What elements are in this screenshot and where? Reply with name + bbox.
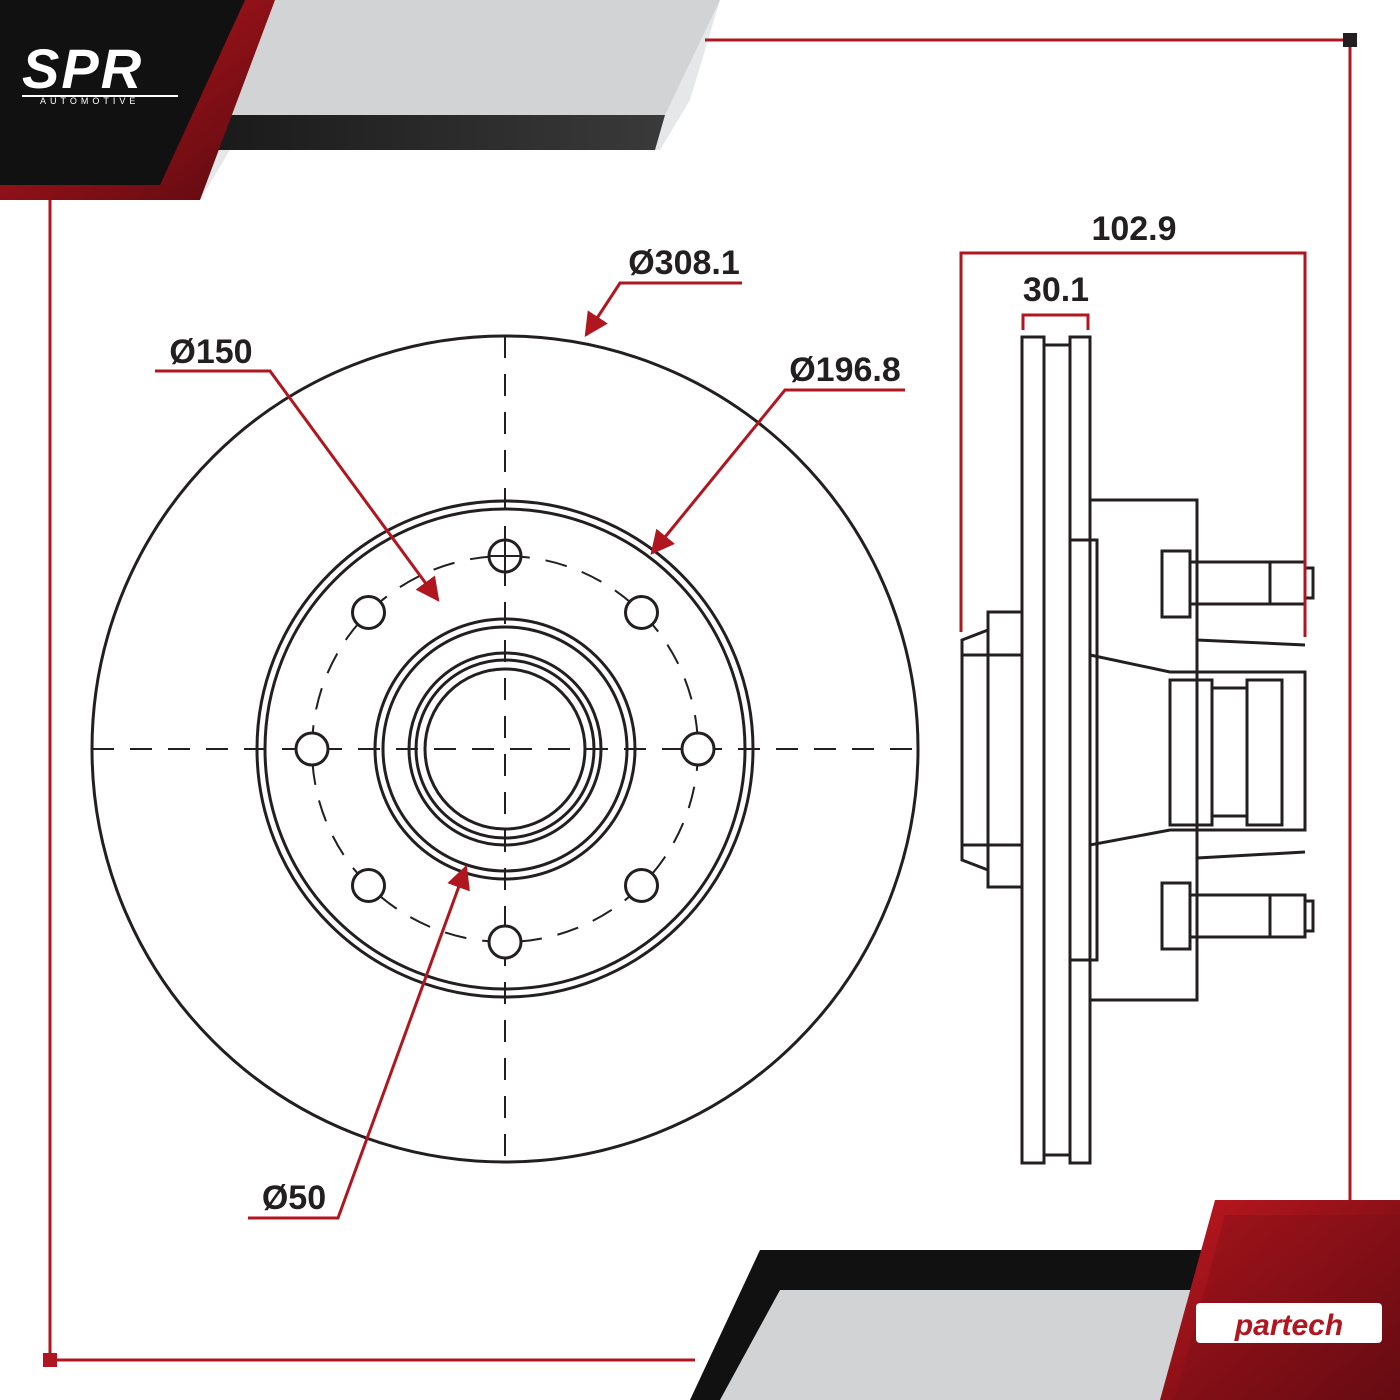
frame-lines [48, 38, 1352, 1362]
rotor-thickness-label: 30.1 [1023, 271, 1089, 309]
partech-logo-text: partech [1234, 1309, 1343, 1342]
rotor-side-view [960, 335, 1315, 1165]
overall-height-label: 102.9 [1091, 210, 1176, 248]
bolt-hole [624, 868, 659, 903]
spr-logo-text: SPR [22, 37, 143, 100]
spr-logo: SPR AUTOMOTIVE [22, 37, 178, 106]
bolt-hole [351, 595, 386, 630]
bolt-circle-diameter-label: Ø150 [169, 333, 252, 371]
spr-logo-subtext: AUTOMOTIVE [40, 96, 139, 106]
bolt-hole [487, 924, 523, 960]
dimension-leaders [155, 251, 1307, 1220]
rotor-front-view [90, 334, 920, 1164]
partech-logo: partech [1196, 1303, 1382, 1343]
header-decoration [0, 0, 720, 200]
frame-corner-marker-top [1343, 33, 1357, 47]
hat-diameter-label: Ø196.8 [789, 351, 901, 389]
bolt-hole [351, 868, 386, 903]
outer-diameter-label: Ø308.1 [628, 244, 740, 282]
bolt-hole [294, 731, 330, 767]
bolt-holes [294, 538, 716, 960]
bolt-hole [680, 731, 716, 767]
dimension-labels: Ø308.1 Ø150 Ø196.8 Ø50 102.9 30.1 [169, 210, 1176, 1217]
bolt-hole [624, 595, 659, 630]
footer-decoration [690, 1200, 1400, 1400]
frame-corner-marker-bottom [43, 1353, 57, 1367]
center-bore-diameter-label: Ø50 [262, 1179, 326, 1217]
